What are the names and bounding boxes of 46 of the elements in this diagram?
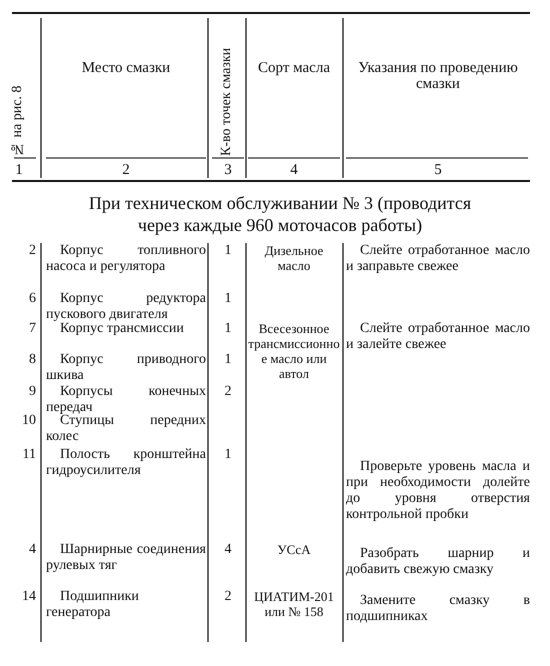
row-number: 7 [28,321,36,337]
column-header: Сорт масла [257,60,331,76]
table-cell-text: Корпус редуктора пускового двигателя [46,291,206,322]
table-cell-text: Проверьте уровень масла и при необходимости долейте до уровня отверстия контрольной пробки [346,459,530,523]
table-cell-text: Корпусы конечных передач [46,384,206,415]
column-number: 2 [121,162,131,178]
table-cell-text: 1 [224,243,232,259]
row-number: 4 [28,542,36,558]
column-number: 1 [14,162,24,178]
table-cell-text: 1 [224,447,232,463]
column-header: К-во точек смазки [219,46,235,156]
row-number: 10 [21,413,36,429]
row-number: 11 [22,447,36,463]
table-cell-text: 2 [224,384,232,400]
row-number: 2 [28,243,36,259]
row-number: 9 [28,384,36,400]
table-cell-text: Корпус трансмиссии [59,321,185,337]
table-cell-text: 1 [224,321,232,337]
table-cell-text: Слейте отработанное масло и залейте свежее [346,321,530,353]
table-cell-text: Слейте отработанное масло и заправьте свежее [346,243,530,275]
table-cell-text: 1 [224,352,232,368]
row-number: 6 [28,291,36,307]
column-number: 3 [223,162,233,178]
column-header: № на рис. 8 [10,84,26,156]
table-cell-text: Корпус топливного насоса и регулятора [46,243,206,275]
column-number: 5 [433,162,443,178]
table-cell-text: Всесезонное трансмиссионное масло или автол [248,321,340,381]
table-cell-text: Разобрать шарнир и добавить свежую смазку [346,546,530,578]
table-cell-text: Полость кронштейна гидроусилителя [46,447,206,479]
table-cell-text: Шарнирные соединения рулевых тяг [46,542,206,574]
table-cell-text: Подшипники генератора [46,589,140,621]
column-header: Указания по проведению смазки [357,60,519,92]
table-cell-text: Ступицы передних колес [46,413,206,445]
row-number: 8 [28,352,36,368]
table-cell-text: Дизельное масло [264,243,324,273]
table-cell-text: УСсА [276,542,312,557]
column-number: 4 [289,162,299,178]
table-cell-text: 4 [224,542,232,558]
table-cell-text: ЦИАТИМ-201 или № 158 [253,589,335,619]
table-cell-text: 1 [224,291,232,307]
table-cell-text: Корпус приводного шкива [46,352,206,384]
row-number: 14 [21,589,36,605]
table-cell-text: 2 [224,589,232,605]
table-cell-text: Замените смазку в подшипниках [346,593,530,625]
column-header: Место смазки [80,60,172,76]
section-heading: При техническом обслуживании № 3 (проводится через каждые 960 моточасов работы) [88,192,472,236]
